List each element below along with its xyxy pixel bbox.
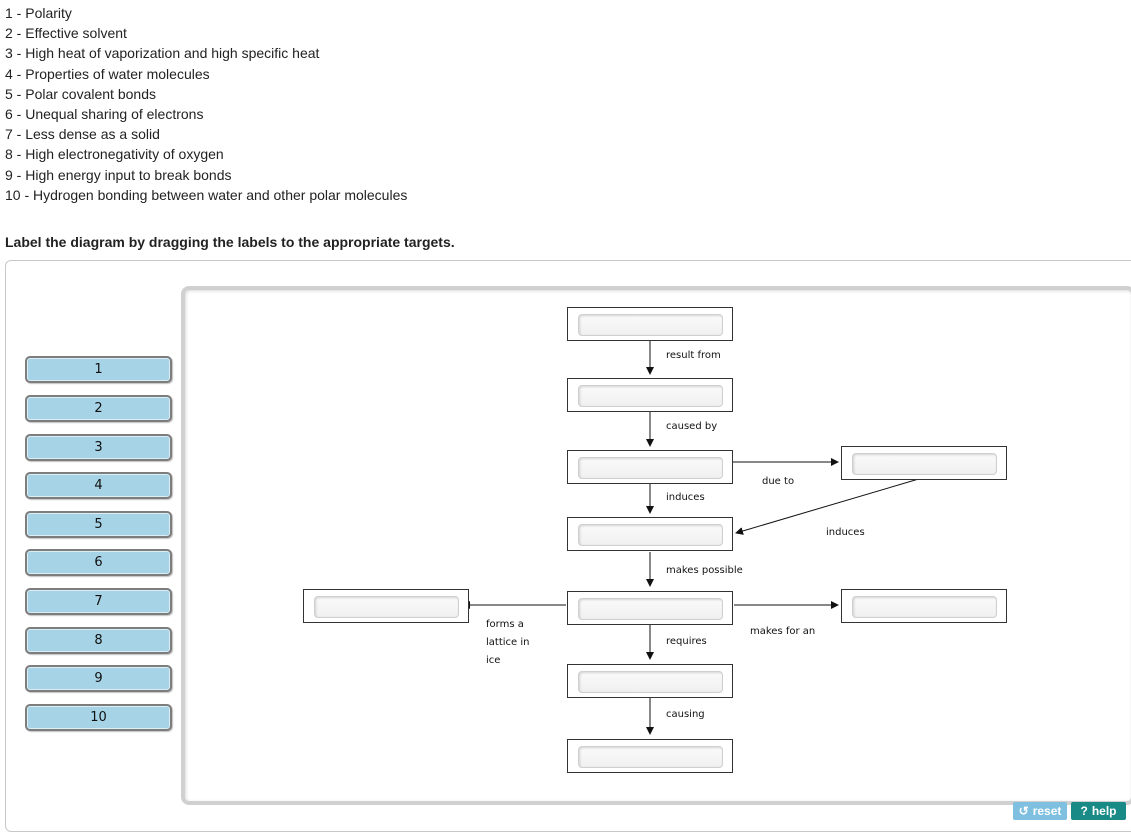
target-box-5[interactable] (567, 591, 733, 625)
drag-label-10[interactable]: 10 (25, 704, 172, 731)
target-box-right-top[interactable] (841, 446, 1007, 480)
drag-label-4[interactable]: 4 (25, 472, 172, 499)
legend-list: 1 - Polarity 2 - Effective solvent 3 - H… (5, 3, 407, 205)
target-box-7[interactable] (567, 739, 733, 773)
drop-slot[interactable] (578, 746, 723, 768)
connector-caused-by: caused by (666, 421, 718, 432)
legend-item: 6 - Unequal sharing of electrons (5, 106, 204, 123)
drop-slot[interactable] (578, 598, 723, 620)
drag-label-2[interactable]: 2 (25, 395, 172, 422)
drop-slot[interactable] (852, 453, 997, 475)
target-box-3[interactable] (567, 450, 733, 484)
drag-label-1[interactable]: 1 (25, 356, 172, 383)
drag-label-9[interactable]: 9 (25, 665, 172, 692)
target-box-6[interactable] (567, 664, 733, 698)
reset-label: reset (1032, 804, 1062, 818)
drag-label-5[interactable]: 5 (25, 511, 172, 538)
reset-button[interactable]: ↺ reset (1013, 802, 1067, 820)
connector-makes-for-an: makes for an (750, 626, 816, 637)
drop-slot[interactable] (578, 524, 723, 546)
target-box-right-bottom[interactable] (841, 589, 1007, 623)
legend-item: 3 - High heat of vaporization and high s… (5, 45, 320, 62)
target-box-1[interactable] (567, 307, 733, 341)
drop-slot[interactable] (578, 314, 723, 336)
drag-label-7[interactable]: 7 (25, 588, 172, 615)
instruction-text: Label the diagram by dragging the labels… (5, 234, 455, 250)
legend-item: 4 - Properties of water molecules (5, 65, 210, 82)
drag-label-3[interactable]: 3 (25, 434, 172, 461)
drop-slot[interactable] (578, 385, 723, 407)
connector-induces-left: induces (666, 492, 705, 503)
drop-slot[interactable] (314, 596, 459, 618)
legend-item: 2 - Effective solvent (5, 25, 127, 42)
help-button[interactable]: ? help (1071, 802, 1126, 820)
connector-forms-lattice: forms a lattice in ice (486, 619, 530, 666)
legend-item: 7 - Less dense as a solid (5, 126, 160, 143)
legend-item: 8 - High electronegativity of oxygen (5, 146, 224, 163)
connector-makes-possible: makes possible (666, 565, 743, 576)
connector-result-from: result from (666, 350, 721, 361)
legend-item: 1 - Polarity (5, 5, 72, 21)
help-label: help (1091, 804, 1117, 818)
legend-item: 5 - Polar covalent bonds (5, 85, 156, 102)
connector-induces-right: induces (826, 527, 865, 538)
target-box-left[interactable] (303, 589, 469, 623)
target-box-2[interactable] (567, 378, 733, 412)
drop-slot[interactable] (578, 671, 723, 693)
connector-requires: requires (666, 636, 707, 647)
drag-label-8[interactable]: 8 (25, 627, 172, 654)
drop-slot[interactable] (852, 596, 997, 618)
refresh-icon: ↺ (1018, 804, 1029, 818)
connector-causing: causing (666, 709, 705, 720)
question-icon: ? (1080, 804, 1088, 818)
target-box-4[interactable] (567, 517, 733, 551)
drop-slot[interactable] (578, 457, 723, 479)
legend-item: 9 - High energy input to break bonds (5, 166, 232, 183)
legend-item: 10 - Hydrogen bonding between water and … (5, 186, 408, 203)
connector-due-to: due to (762, 476, 795, 487)
drag-label-6[interactable]: 6 (25, 549, 172, 576)
